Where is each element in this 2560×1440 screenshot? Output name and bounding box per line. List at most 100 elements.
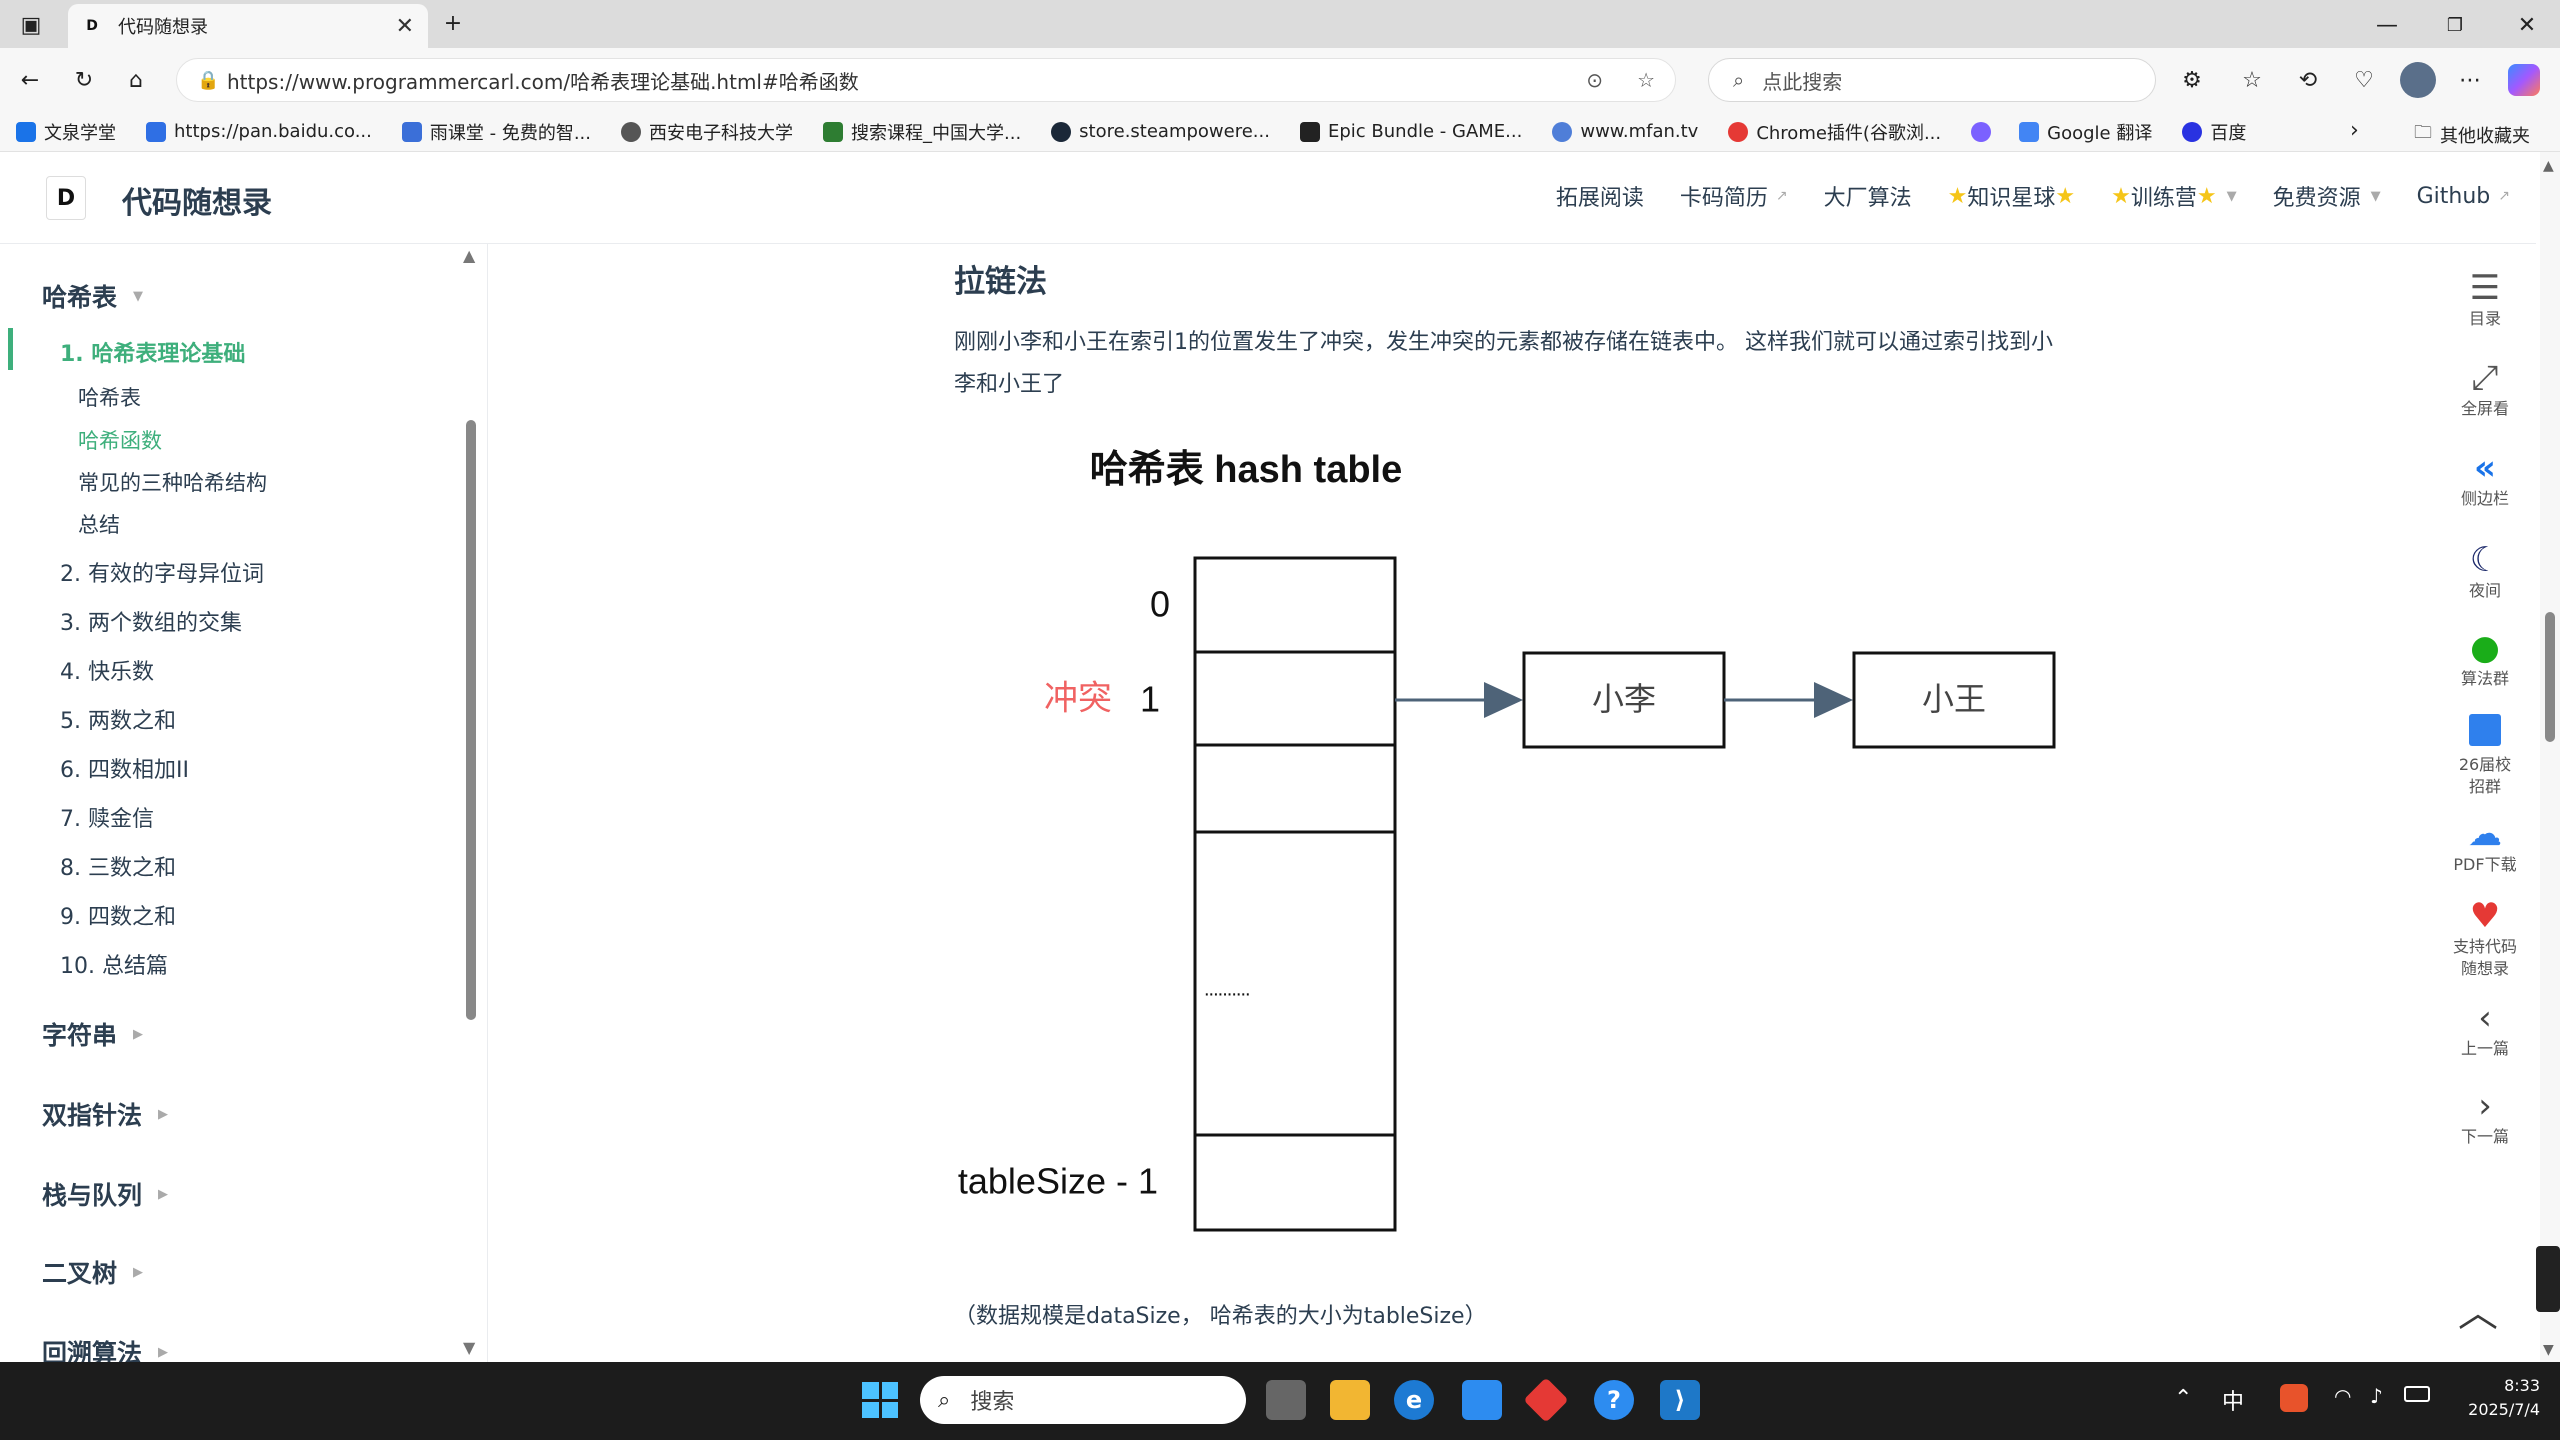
back-to-top-icon[interactable]: ︿: [2458, 1290, 2498, 1336]
sidebar-subitem-summary[interactable]: 总结: [78, 513, 120, 537]
sidebar-subitem-hash-function[interactable]: 哈希函数: [78, 429, 162, 453]
new-tab-button[interactable]: +: [443, 10, 463, 36]
scroll-down-arrow-icon[interactable]: ▼: [2543, 1342, 2554, 1358]
sidebar-item-hash-basics[interactable]: 1. 哈希表理论基础: [60, 342, 246, 367]
sidebar-toggle-button[interactable]: « 侧边栏: [2440, 448, 2530, 510]
sidebar-subitem-hash-table[interactable]: 哈希表: [78, 386, 141, 410]
next-page-button[interactable]: › 下一篇: [2440, 1086, 2530, 1148]
sidebar-group-binary-tree[interactable]: 二叉树▶: [42, 1259, 144, 1288]
bookmark-item[interactable]: 文泉学堂: [16, 119, 116, 145]
bookmark-item[interactable]: 搜索课程_中国大学...: [823, 119, 1021, 145]
taskbar-clock[interactable]: 8:33 2025/7/4: [2450, 1374, 2540, 1422]
favorite-star-icon[interactable]: ☆: [1637, 68, 1655, 92]
sidebar-group-two-pointers[interactable]: 双指针法▶: [42, 1101, 169, 1130]
bookmarks-overflow-icon[interactable]: ›: [2350, 118, 2359, 143]
performance-icon[interactable]: ♡: [2354, 67, 2374, 93]
scroll-down-arrow-icon[interactable]: ▼: [463, 1338, 476, 1357]
site-info-icon[interactable]: 🔒: [197, 69, 220, 91]
start-button[interactable]: [862, 1382, 898, 1418]
home-icon[interactable]: ⌂: [129, 67, 143, 93]
back-icon[interactable]: ←: [20, 67, 40, 93]
nav-item-algorithms[interactable]: 大厂算法: [1823, 186, 1912, 211]
sidebar-group-hash-table[interactable]: 哈希表▼: [42, 283, 144, 312]
bookmark-item[interactable]: store.steampowere...: [1051, 121, 1270, 142]
sidebar-group-string[interactable]: 字符串▶: [42, 1021, 144, 1050]
microsoft-store-icon[interactable]: [1462, 1380, 1502, 1420]
campus-recruit-group-button[interactable]: 26届校招群: [2440, 714, 2530, 798]
bookmark-item[interactable]: 雨课堂 - 免费的智...: [401, 119, 591, 145]
nav-item-resume[interactable]: 卡码简历↗: [1679, 186, 1788, 211]
support-button[interactable]: ♥ 支持代码随想录: [2440, 896, 2530, 980]
algorithm-group-button[interactable]: ● 算法群: [2440, 628, 2530, 690]
sidebar-item[interactable]: 5. 两数之和: [60, 709, 176, 734]
nav-item-extended-reading[interactable]: 拓展阅读: [1555, 186, 1644, 211]
bookmark-item[interactable]: www.mfan.tv: [1552, 121, 1698, 142]
app-red-icon[interactable]: [1523, 1377, 1569, 1423]
fullscreen-icon: ⤢: [2471, 358, 2499, 398]
sidebar-item[interactable]: 7. 赎金信: [60, 807, 154, 832]
favorites-icon[interactable]: ☆: [2242, 67, 2262, 93]
taskbar-search[interactable]: ⌕ 搜索: [920, 1376, 1246, 1424]
previous-page-button[interactable]: ‹ 上一篇: [2440, 998, 2530, 1060]
pdf-download-button[interactable]: ☁ PDF下载: [2440, 814, 2530, 876]
task-view-icon[interactable]: [1266, 1380, 1306, 1420]
input-method-icon[interactable]: [2280, 1384, 2308, 1412]
page-scrollbar-thumb[interactable]: [2545, 612, 2555, 742]
nav-item-knowledge-planet[interactable]: ★知识星球★: [1947, 183, 2076, 212]
bookmark-item[interactable]: Epic Bundle - GAME...: [1299, 121, 1522, 142]
close-window-button[interactable]: ✕: [2517, 12, 2537, 38]
bookmark-item[interactable]: 西安电子科技大学: [621, 119, 793, 145]
profile-avatar[interactable]: [2400, 62, 2436, 98]
nav-item-github[interactable]: Github↗: [2416, 183, 2510, 209]
other-bookmarks[interactable]: 🗀其他收藏夹: [2414, 120, 2530, 150]
sidebar-item[interactable]: 4. 快乐数: [60, 660, 154, 685]
bookmark-item[interactable]: Chrome插件(谷歌浏...: [1728, 119, 1941, 145]
sidebar-item[interactable]: 6. 四数相加II: [60, 758, 189, 783]
sidebar-group-stack-queue[interactable]: 栈与队列▶: [42, 1181, 169, 1210]
sidebar-item[interactable]: 9. 四数之和: [60, 905, 176, 930]
restore-button[interactable]: ❐: [2446, 14, 2464, 36]
battery-icon[interactable]: [2404, 1386, 2430, 1402]
tray-overflow-icon[interactable]: ⌃: [2174, 1386, 2193, 1411]
file-explorer-icon[interactable]: [1330, 1380, 1370, 1420]
nav-item-training-camp[interactable]: ★训练营★▼: [2111, 183, 2237, 212]
browser-search-box[interactable]: ⌕ 点此搜索: [1708, 58, 2156, 102]
tab-close-icon[interactable]: ✕: [395, 13, 414, 39]
wifi-icon[interactable]: ◠: [2334, 1384, 2352, 1408]
night-mode-button[interactable]: ☾ 夜间: [2440, 540, 2530, 602]
sidebar-item[interactable]: 10. 总结篇: [60, 954, 168, 979]
ime-indicator[interactable]: 中: [2222, 1390, 2245, 1415]
fullscreen-button[interactable]: ⤢ 全屏看: [2440, 358, 2530, 420]
edge-sidebar-handle[interactable]: [2536, 1246, 2560, 1312]
history-icon[interactable]: ⟲: [2298, 67, 2318, 93]
volume-icon[interactable]: ♪: [2370, 1384, 2383, 1408]
sidebar-item[interactable]: 8. 三数之和: [60, 856, 176, 881]
extensions-icon[interactable]: ⚙: [2182, 67, 2202, 93]
site-logo[interactable]: D: [46, 176, 86, 220]
edge-browser-icon[interactable]: e: [1394, 1380, 1434, 1420]
site-name[interactable]: 代码随想录: [122, 186, 272, 221]
scroll-up-arrow-icon[interactable]: ▲: [463, 246, 476, 265]
sidebar-scrollbar[interactable]: [466, 420, 476, 1020]
tips-icon[interactable]: ?: [1594, 1380, 1634, 1420]
copilot-icon[interactable]: [2508, 64, 2540, 96]
refresh-icon[interactable]: ↻: [74, 67, 94, 93]
bookmark-item[interactable]: Google 翻译: [2019, 119, 2152, 145]
browser-tab[interactable]: D 代码随想录 ✕: [68, 4, 428, 48]
bookmark-item[interactable]: 百度: [2182, 119, 2246, 145]
more-menu-icon[interactable]: ⋯: [2459, 67, 2481, 93]
page-scrollbar[interactable]: ▲ ▼: [2540, 152, 2560, 1362]
toc-button[interactable]: ☰ 目录: [2440, 268, 2530, 330]
nav-item-free-resources[interactable]: 免费资源▼: [2272, 186, 2381, 211]
address-bar[interactable]: 🔒 https://www.programmercarl.com/哈希表理论基础…: [176, 58, 1676, 102]
reader-icon[interactable]: ⊙: [1586, 68, 1604, 92]
sidebar-item[interactable]: 3. 两个数组的交集: [60, 611, 242, 636]
sidebar-subitem-three-structures[interactable]: 常见的三种哈希结构: [78, 471, 267, 495]
tab-actions-icon[interactable]: ▣: [20, 12, 42, 38]
bookmark-item[interactable]: [1971, 121, 1999, 142]
scroll-up-arrow-icon[interactable]: ▲: [2543, 158, 2554, 174]
sidebar-item[interactable]: 2. 有效的字母异位词: [60, 562, 264, 587]
bookmark-item[interactable]: https://pan.baidu.co...: [146, 121, 372, 142]
minimize-button[interactable]: —: [2376, 12, 2398, 38]
vscode-icon[interactable]: ⟩: [1660, 1380, 1700, 1420]
